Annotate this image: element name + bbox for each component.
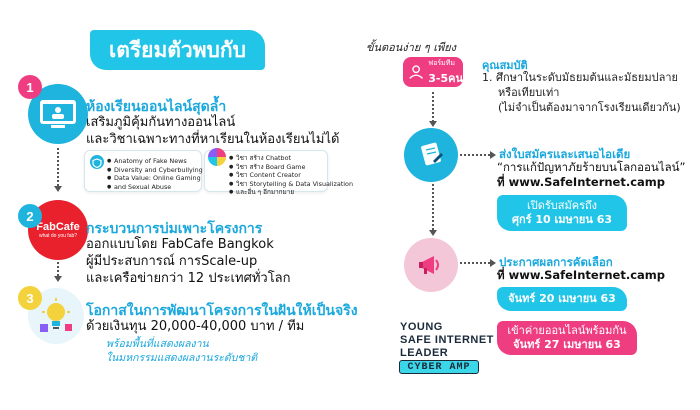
announce-site: ที่ www.SafeInternet.camp (497, 268, 666, 282)
palette-icon (208, 148, 226, 166)
arrow-down-icon (54, 276, 62, 282)
list-item: วิชา Content Creator (229, 171, 353, 180)
step-2-line-2: ผู้มีประสบการณ์ การScale-up (86, 254, 258, 269)
camp-date-box: เข้าค่ายออนไลน์พร้อมกัน จันทร์ 27 เมษายน… (497, 321, 637, 355)
submit-document-icon (404, 128, 458, 182)
megaphone-icon (404, 238, 458, 292)
qualification-title: คุณสมบัติ (482, 59, 528, 72)
arrow-down-icon (429, 230, 437, 236)
submit-site: ที่ www.SafeInternet.camp (497, 175, 666, 189)
list-item: และอื่น ๆ อีกมากมาย (229, 188, 353, 197)
submit-heading: ส่งใบสมัครและเสนอไอเดีย (499, 147, 631, 161)
step-1-line-2: และวิชาเฉพาะทางที่หาเรียนในห้องเรียนไม่ไ… (86, 132, 340, 147)
step-3-line-1: ด้วยเงินทุน 20,000-40,000 บาท / ทีม (86, 319, 305, 334)
arrow-down-icon (429, 121, 437, 127)
project-idea-icon (28, 288, 84, 344)
connector-dots (432, 92, 434, 122)
step-1-badge: 1 (18, 75, 42, 99)
course-card-1: Anatomy of Fake News Diversity and Cyber… (84, 150, 203, 192)
step-3-note-1: พร้อมพื้นที่แสดงผลงาน (106, 338, 209, 350)
intro-text: ขั้นตอนง่าย ๆ เพียง (366, 41, 457, 54)
qualification-line-2: หรือเทียบเท่า (498, 86, 560, 99)
arrow-right-icon (490, 151, 496, 159)
connector-dots (460, 262, 490, 264)
list-item: Data Value: Online Gaming (107, 174, 203, 183)
list-item: วิชา สร้าง Chatbot (229, 154, 353, 163)
announcement-date-box: จันทร์ 20 เมษายน 63 (497, 287, 627, 311)
list-item: Diversity and Cyberbullying (107, 166, 203, 175)
step-2-line-3: และเครือข่ายกว่า 12 ประเทศทั่วโลก (86, 271, 291, 286)
title-text: เตรียมตัวพบกับ (109, 37, 246, 62)
title-banner: เตรียมตัวพบกับ (90, 30, 265, 70)
announce-heading: ประกาศผลการคัดเลือก (499, 255, 613, 269)
application-deadline-box: เปิดรับสมัครถึง ศุกร์ 10 เมษายน 63 (497, 195, 627, 231)
step-3-badge: 3 (18, 286, 42, 310)
course-list-2: วิชา สร้าง Chatbot วิชา สร้าง Board Game… (229, 154, 353, 197)
course-list-1: Anatomy of Fake News Diversity and Cyber… (107, 157, 203, 191)
arrow-down-icon (54, 186, 62, 192)
connector-dots (57, 262, 59, 276)
step-3-note-2: ในมหกรรมแสดงผลงานระดับชาติ (106, 352, 258, 364)
list-item: Anatomy of Fake News (107, 157, 203, 166)
qualification-line-1: 1. ศึกษาในระดับมัธยมต้นและมัธยมปลาย (482, 71, 678, 84)
team-icon (409, 65, 423, 79)
logo-line-young: YOUNG (400, 321, 443, 333)
submit-quote: “การแก้ปัญหาภัยร้ายบนโลกออนไลน์” (497, 160, 686, 174)
logo-cyber-camp: CYBER AMP (399, 360, 479, 374)
logo-line-safe: SAFE INTERNET (400, 334, 494, 346)
step-2-heading: กระบวนการบ่มเพาะโครงการ (86, 221, 263, 237)
shield-icon (90, 155, 104, 169)
list-item: วิชา Storytelling & Data Visualization (229, 180, 353, 189)
team-badge: ฟอร์มทีม 3-5คน (403, 57, 463, 87)
list-item: and Sexual Abuse (107, 183, 203, 192)
step-2-line-1: ออกแบบโดย FabCafe Bangkok (86, 237, 274, 252)
logo-line-leader: LEADER (400, 347, 449, 359)
connector-dots (432, 184, 434, 230)
course-card-2: วิชา สร้าง Chatbot วิชา สร้าง Board Game… (204, 148, 353, 196)
step-2-badge: 2 (18, 204, 42, 228)
connector-dots (460, 154, 490, 156)
connector-dots (57, 148, 59, 186)
step-3-heading: โอกาสในการพัฒนาโครงการในฝันให้เป็นจริง (86, 303, 358, 319)
list-item: วิชา สร้าง Board Game (229, 163, 353, 172)
step-1-line-1: เสริมภูมิคุ้มกันทางออนไลน์ (86, 115, 236, 130)
step-1-heading: ห้องเรียนออนไลน์สุดล้ำ (86, 99, 227, 115)
online-class-icon (28, 84, 88, 144)
arrow-right-icon (490, 259, 496, 267)
qualification-line-3: (ไม่จำเป็นต้องมาจากโรงเรียนเดียวกัน) (498, 101, 681, 114)
